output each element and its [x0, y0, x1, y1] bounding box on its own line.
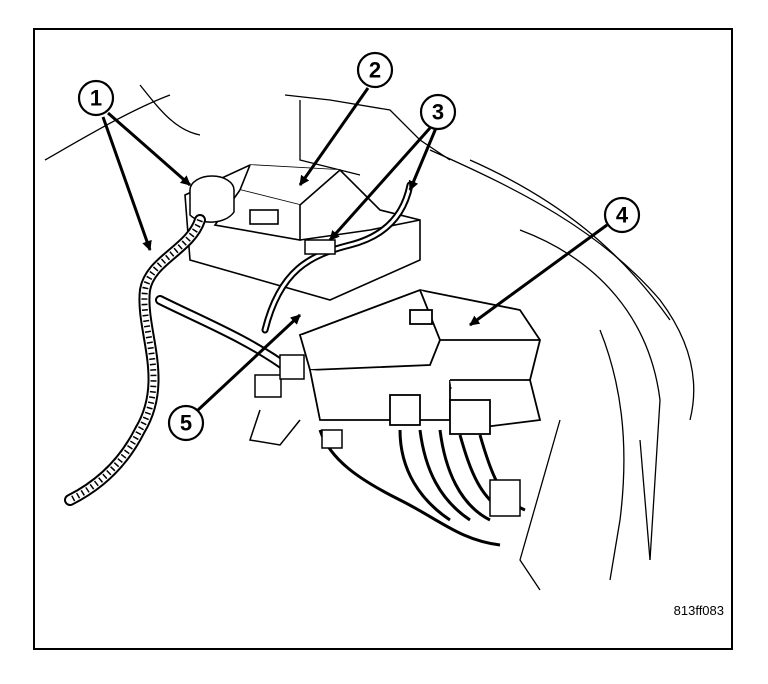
callout-3: 3: [328, 93, 457, 241]
inline-connector: [489, 479, 521, 517]
harness-branch-inner: [157, 297, 293, 373]
callout-4-label: 4: [616, 203, 629, 228]
wiring-harness-ribs: [68, 218, 203, 503]
callout-5: 5: [167, 313, 302, 442]
callout-1-label: 1: [90, 86, 102, 111]
callout-1: 1: [77, 79, 191, 251]
wiring-harness-conduit: [64, 214, 206, 506]
callout-2-label: 2: [369, 58, 381, 83]
power-distribution-center: [298, 289, 542, 435]
callout-3-label: 3: [432, 100, 444, 125]
callout-2: 2: [298, 51, 394, 186]
vehicle-body-outline: [44, 84, 695, 591]
positive-terminal-clamp: [304, 239, 336, 255]
figure-id-label: 813ff083: [673, 603, 724, 618]
wiring-harness-conduit-inner: [66, 216, 204, 504]
positive-cable-inner: [263, 183, 412, 332]
callout-5-label: 5: [180, 411, 192, 436]
callout-4: 4: [469, 196, 641, 327]
relay-connectors: [249, 354, 343, 449]
